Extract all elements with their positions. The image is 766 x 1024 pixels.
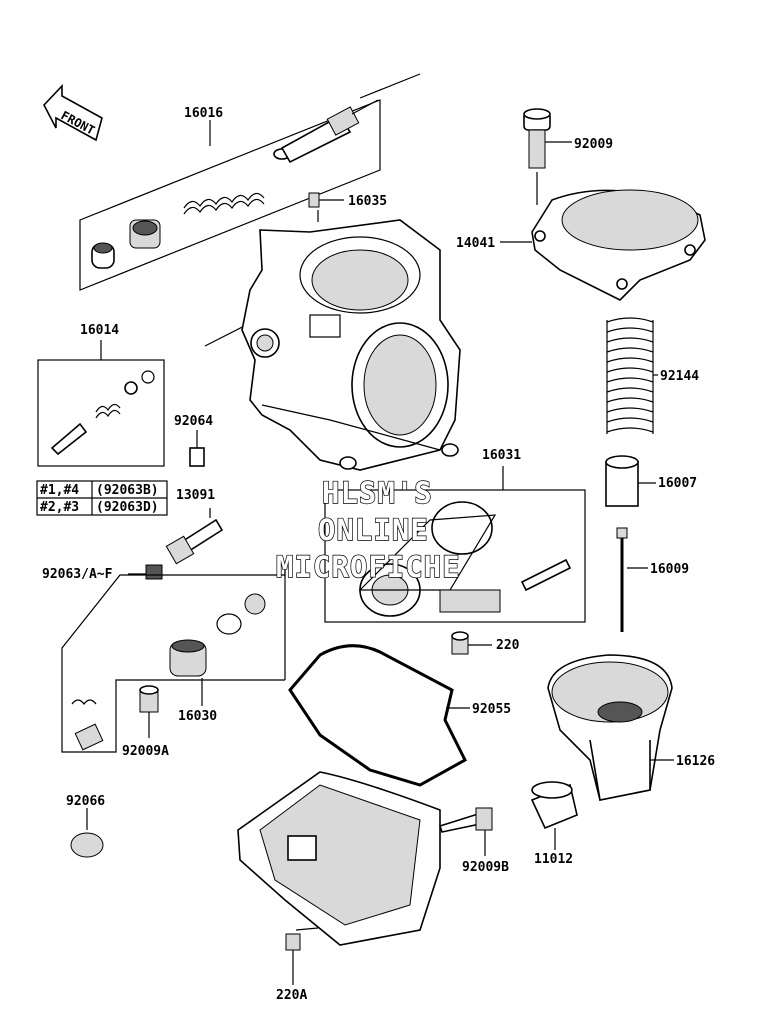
callout-92009A: 92009A [122, 744, 169, 759]
top-cover-14041 [500, 108, 706, 301]
front-arrow: FRONT [43, 83, 103, 142]
callout-92063: 92063/A~F [42, 567, 113, 582]
callout-16007: 16007 [658, 476, 697, 491]
watermark-line-3: MICROFICHE [276, 550, 461, 584]
callout-220A: 220A [276, 988, 307, 1003]
screw-220 [451, 631, 492, 655]
spring-92144 [606, 317, 658, 434]
callout-16030: 16030 [178, 709, 217, 724]
watermark-line-1: HLSM'S [322, 476, 433, 510]
callout-16014: 16014 [80, 323, 119, 338]
holder-16007 [605, 455, 656, 507]
cap-11012 [530, 781, 578, 850]
callout-220: 220 [496, 638, 520, 653]
callout-16035: 16035 [348, 194, 387, 209]
carburetor-body [241, 210, 461, 471]
table-cyl-1: #1,#4 [40, 483, 79, 498]
cap-92066 [70, 808, 104, 858]
group-16014 [37, 340, 165, 467]
callout-92055: 92055 [472, 702, 511, 717]
screw-92009B [438, 807, 493, 856]
table-part-1: (92063B) [96, 483, 159, 498]
callout-92144: 92144 [660, 369, 699, 384]
jet-16035 [308, 192, 344, 208]
group-16016 [79, 73, 421, 347]
callout-16009: 16009 [650, 562, 689, 577]
screw-92064 [189, 430, 205, 467]
group-16031 [324, 466, 586, 623]
callout-11012: 11012 [534, 852, 573, 867]
callout-16016: 16016 [184, 106, 223, 121]
callout-14041: 14041 [456, 236, 495, 251]
cylinder-table: #1,#4 (92063B) #2,#3 (92063D) [36, 480, 168, 516]
callout-13091: 13091 [176, 488, 215, 503]
needle-16009 [616, 527, 648, 632]
gasket-92055 [288, 644, 470, 787]
callout-92009: 92009 [574, 137, 613, 152]
callout-16031: 16031 [482, 448, 521, 463]
screw-220A [285, 933, 301, 985]
needle-jet-13091 [128, 508, 224, 580]
piston-16126 [547, 654, 674, 801]
table-cyl-2: #2,#3 [40, 500, 79, 515]
screw-92009A [139, 685, 159, 738]
float-bowl [237, 771, 441, 946]
watermark-line-2: ONLINE [318, 513, 429, 547]
plunger-spring-shape [183, 192, 265, 209]
callout-92066: 92066 [66, 794, 105, 809]
callout-92009B: 92009B [462, 860, 509, 875]
table-part-2: (92063D) [96, 500, 159, 515]
callout-16126: 16126 [676, 754, 715, 769]
callout-92064: 92064 [174, 414, 213, 429]
group-16030 [61, 565, 286, 753]
